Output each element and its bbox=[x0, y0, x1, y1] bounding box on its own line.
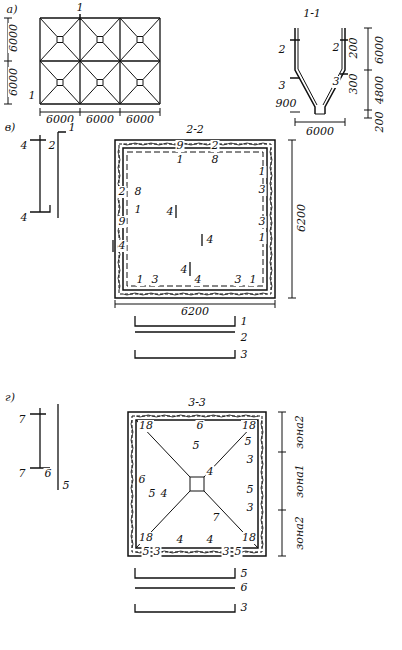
callout-number: 8 bbox=[211, 154, 220, 166]
callout-number: зона2 bbox=[294, 515, 306, 550]
panel-letter: г) bbox=[4, 392, 16, 404]
callout-number: 18 bbox=[138, 532, 154, 544]
callout-number: 5 bbox=[234, 546, 243, 558]
callout-number: 3 bbox=[246, 454, 255, 466]
callout-number: 4 bbox=[160, 488, 169, 500]
callout-number: 2 bbox=[278, 44, 287, 56]
panel-letter: а) bbox=[6, 4, 19, 16]
callout-number: 2 bbox=[240, 332, 249, 344]
callout-number: 4 bbox=[166, 206, 175, 218]
callout-number: 4 bbox=[206, 234, 215, 246]
dimension: 200 bbox=[348, 37, 360, 60]
callout-number: 4 bbox=[118, 240, 127, 252]
callout-number: 3 bbox=[246, 502, 255, 514]
panel-letter: в) bbox=[4, 122, 17, 134]
callout-number: 3 bbox=[332, 76, 341, 88]
callout-number: 5 bbox=[244, 436, 253, 448]
dimension: 6000 bbox=[125, 114, 155, 126]
callout-number: 1 bbox=[136, 274, 145, 286]
dimension: 6200 bbox=[180, 306, 210, 318]
dimension: 6200 bbox=[296, 203, 308, 233]
callout-number: 1 bbox=[28, 90, 37, 102]
dimension: 900 bbox=[275, 98, 298, 110]
dimension: 6000 bbox=[8, 67, 20, 97]
callout-number: 2 bbox=[211, 140, 220, 152]
callout-number: 6 bbox=[138, 474, 147, 486]
callout-number: 1 bbox=[176, 154, 185, 166]
callout-number: 1 bbox=[240, 316, 249, 328]
callout-number: 5 bbox=[192, 440, 201, 452]
callout-number: 3 bbox=[234, 274, 243, 286]
callout-number: 1 bbox=[76, 2, 85, 14]
callout-number: 7 bbox=[18, 414, 27, 426]
callout-number: 9 bbox=[176, 140, 185, 152]
callout-number: 4 bbox=[176, 534, 185, 546]
callout-number: 1 bbox=[68, 122, 77, 134]
callout-number: 1 bbox=[258, 232, 267, 244]
callout-number: 3 bbox=[240, 349, 249, 361]
callout-number: 9 bbox=[118, 216, 127, 228]
callout-number: 5 bbox=[240, 568, 249, 580]
callout-number: 1 bbox=[258, 166, 267, 178]
callout-number: 6 bbox=[44, 468, 53, 480]
dimension: 6000 bbox=[374, 35, 386, 65]
dimension: 6000 bbox=[305, 126, 335, 138]
callout-number: 2 bbox=[118, 186, 127, 198]
callout-number: 18 bbox=[138, 420, 154, 432]
callout-number: 3-3 bbox=[187, 397, 207, 409]
callout-number: 2-2 bbox=[185, 124, 205, 136]
dimension: 6000 bbox=[8, 23, 20, 53]
callout-number: 4 bbox=[180, 264, 189, 276]
dimension: 200 bbox=[374, 111, 386, 134]
callout-number: 7 bbox=[212, 512, 221, 524]
callout-number: 2 bbox=[332, 42, 341, 54]
callout-number: 6 bbox=[240, 582, 249, 594]
callout-number: 18 bbox=[241, 532, 257, 544]
callout-number: 5 bbox=[148, 488, 157, 500]
dimension: 300 bbox=[348, 73, 360, 96]
callout-number: 5 bbox=[62, 480, 71, 492]
callout-number: 3 bbox=[258, 184, 267, 196]
callout-number: 4 bbox=[194, 274, 203, 286]
callout-number: 3 bbox=[153, 546, 162, 558]
callout-number: 3 bbox=[240, 602, 249, 614]
callout-number: 5 bbox=[246, 484, 255, 496]
callout-number: зона2 bbox=[294, 414, 306, 449]
plan-grid bbox=[40, 18, 160, 104]
dimension: 6000 bbox=[85, 114, 115, 126]
callout-number: 4 bbox=[20, 212, 29, 224]
callout-number: 4 bbox=[206, 534, 215, 546]
dimension: 4800 bbox=[374, 75, 386, 105]
callout-number: 1 bbox=[134, 204, 143, 216]
callout-number: 2 bbox=[48, 140, 57, 152]
callout-number: 18 bbox=[241, 420, 257, 432]
callout-number: 3 bbox=[278, 80, 287, 92]
callout-number: 8 bbox=[134, 186, 143, 198]
callout-number: зона1 bbox=[294, 463, 306, 498]
callout-number: 1 bbox=[249, 274, 258, 286]
callout-number: 7 bbox=[18, 468, 27, 480]
callout-number: 6 bbox=[196, 420, 205, 432]
callout-number: 3 bbox=[258, 216, 267, 228]
callout-number: 4 bbox=[20, 140, 29, 152]
callout-number: 1-1 bbox=[302, 8, 322, 20]
callout-number: 3 bbox=[222, 546, 231, 558]
callout-number: 5 bbox=[142, 546, 151, 558]
callout-number: 4 bbox=[206, 466, 215, 478]
callout-number: 3 bbox=[151, 274, 160, 286]
